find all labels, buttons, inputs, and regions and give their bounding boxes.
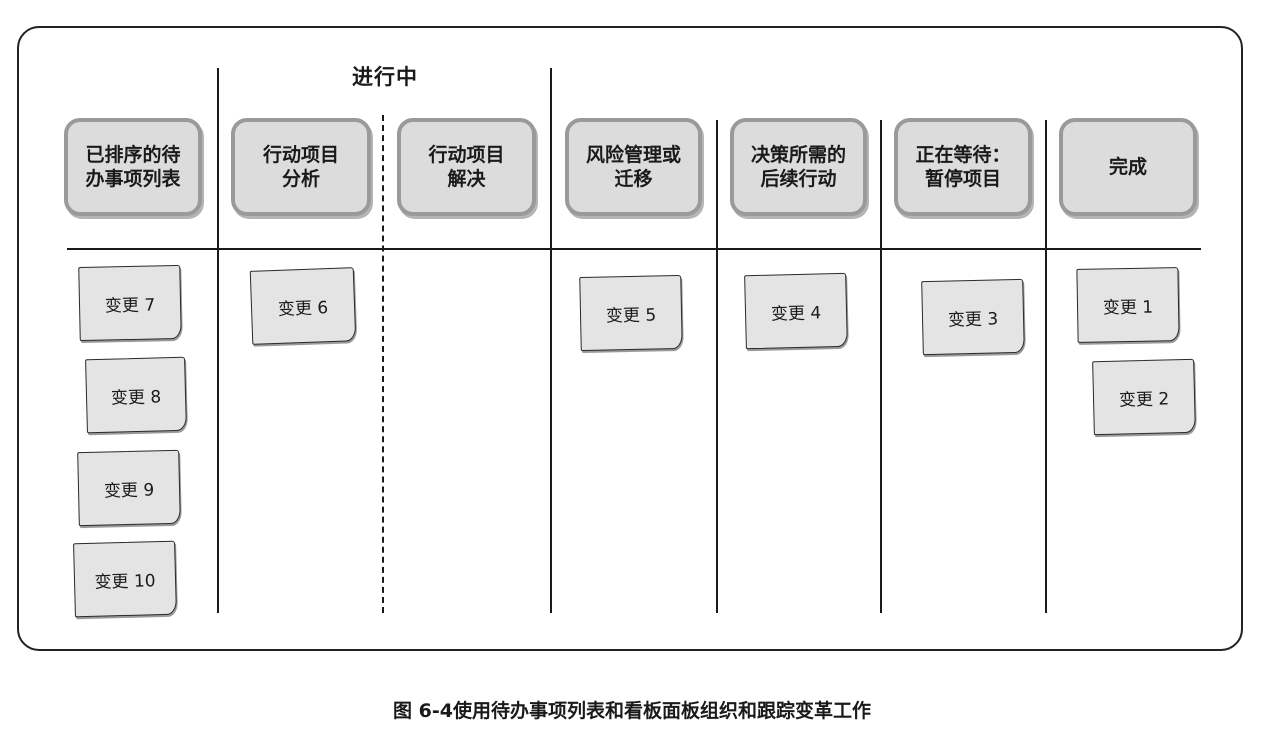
separator-risk xyxy=(716,120,718,613)
column-header-risk: 风险管理或 迁移 xyxy=(565,118,702,216)
card-change-7: 变更 7 xyxy=(78,264,182,342)
separator-backlog xyxy=(217,68,219,613)
column-header-waiting: 正在等待： 暂停项目 xyxy=(894,118,1032,216)
separator-decision xyxy=(880,120,882,613)
card-change-4: 变更 4 xyxy=(744,272,848,350)
card-change-10: 变更 10 xyxy=(73,540,177,618)
column-header-resolution: 行动项目 解决 xyxy=(397,118,536,216)
card-change-3: 变更 3 xyxy=(921,278,1025,356)
figure-caption: 图 6-4使用待办事项列表和看板面板组织和跟踪变革工作 xyxy=(393,700,871,722)
separator-in-progress-end xyxy=(550,68,552,613)
card-change-5: 变更 5 xyxy=(579,274,683,352)
column-header-analysis: 行动项目 分析 xyxy=(231,118,371,216)
card-change-1: 变更 1 xyxy=(1076,267,1180,343)
in-progress-group-label: 进行中 xyxy=(352,65,418,89)
column-header-decision: 决策所需的 后续行动 xyxy=(730,118,867,216)
separator-waiting xyxy=(1045,120,1047,613)
card-change-8: 变更 8 xyxy=(85,356,187,434)
card-change-2: 变更 2 xyxy=(1092,358,1196,436)
card-change-6: 变更 6 xyxy=(249,267,357,345)
separator-in-progress-sub xyxy=(382,115,384,613)
column-header-done: 完成 xyxy=(1059,118,1197,216)
column-header-backlog: 已排序的待 办事项列表 xyxy=(64,118,202,216)
kanban-board xyxy=(17,26,1243,651)
header-separator xyxy=(67,248,1201,250)
card-change-9: 变更 9 xyxy=(77,449,181,527)
